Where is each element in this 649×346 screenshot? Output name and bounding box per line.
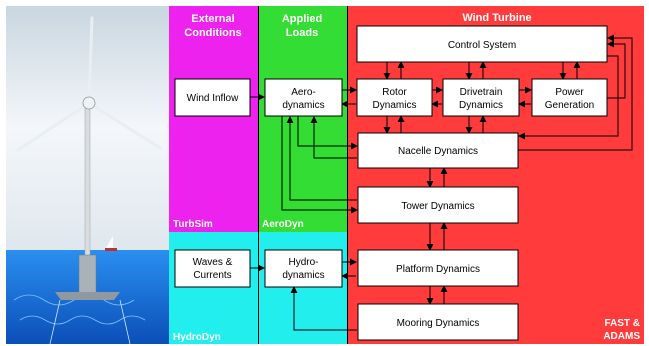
region-label-turbsim: TurbSim [173,219,213,230]
header-wind-turbine: Wind Turbine [462,12,531,24]
box-hydrodynamics-label-1: Hydro- [288,257,318,268]
box-rotor-dynamics: Rotor Dynamics [356,78,433,117]
box-power-generation-label-1: Power [555,87,584,98]
region-label-hydrodyn: HydroDyn [173,332,221,343]
region-label-fast-adams-2: ADAMS [603,331,640,342]
external-hydro-band [169,232,258,344]
box-wind-inflow: Wind Inflow [174,78,251,117]
region-label-fast-adams-1: FAST & [604,318,640,329]
applied-hydro-band [258,232,347,344]
platform-base [55,292,120,300]
header-applied-line1: Applied [282,13,322,25]
rotor-hub [82,96,96,110]
header-external-line1: External [191,13,234,25]
mooring-line-right [119,299,131,345]
box-rotor-dynamics-label-1: Rotor [382,87,407,98]
turbine-illustration [6,6,169,345]
region-label-aerodyn: AeroDyn [262,219,304,230]
box-waves-currents-label-2: Currents [193,270,231,281]
box-platform-dynamics-label: Platform Dynamics [396,264,480,275]
box-aerodynamics-label-1: Aero- [291,87,315,98]
box-hydrodynamics-label-2: dynamics [282,270,324,281]
sailboat-hull [105,248,117,251]
box-tower-dynamics-label: Tower Dynamics [401,201,474,212]
header-external-line2: Conditions [184,27,241,39]
box-platform-dynamics: Platform Dynamics [357,249,519,287]
box-control-system: Control System [356,25,608,63]
box-power-generation: Power Generation [531,78,608,117]
box-aerodynamics-label-2: dynamics [282,100,324,111]
box-drivetrain-dynamics: Drivetrain Dynamics [442,78,520,117]
box-wind-inflow-label: Wind Inflow [187,93,239,104]
box-control-system-label: Control System [448,40,516,51]
connectors [250,34,633,331]
applied-loads-band [258,6,347,232]
box-mooring-dynamics: Mooring Dynamics [357,303,519,341]
box-mooring-dynamics-label: Mooring Dynamics [397,318,480,329]
sailboat [106,236,113,248]
mooring-line-left [49,299,61,345]
box-aerodynamics: Aero- dynamics [264,78,343,117]
box-nacelle-dynamics-label: Nacelle Dynamics [398,146,478,157]
box-nacelle-dynamics: Nacelle Dynamics [357,132,519,169]
box-drivetrain-dynamics-label-2: Dynamics [459,100,503,111]
box-waves-currents: Waves & Currents [174,249,251,288]
spar-platform [78,254,97,294]
box-rotor-dynamics-label-2: Dynamics [373,100,417,111]
box-tower-dynamics: Tower Dynamics [357,186,519,224]
external-conditions-band [169,6,258,232]
box-hydrodynamics: Hydro- dynamics [264,249,343,288]
rotor-blades [16,16,162,152]
header-applied-line2: Loads [286,27,318,39]
box-power-generation-label-2: Generation [545,100,594,111]
box-waves-currents-label-1: Waves & [193,257,233,268]
box-drivetrain-dynamics-label-1: Drivetrain [460,87,503,98]
